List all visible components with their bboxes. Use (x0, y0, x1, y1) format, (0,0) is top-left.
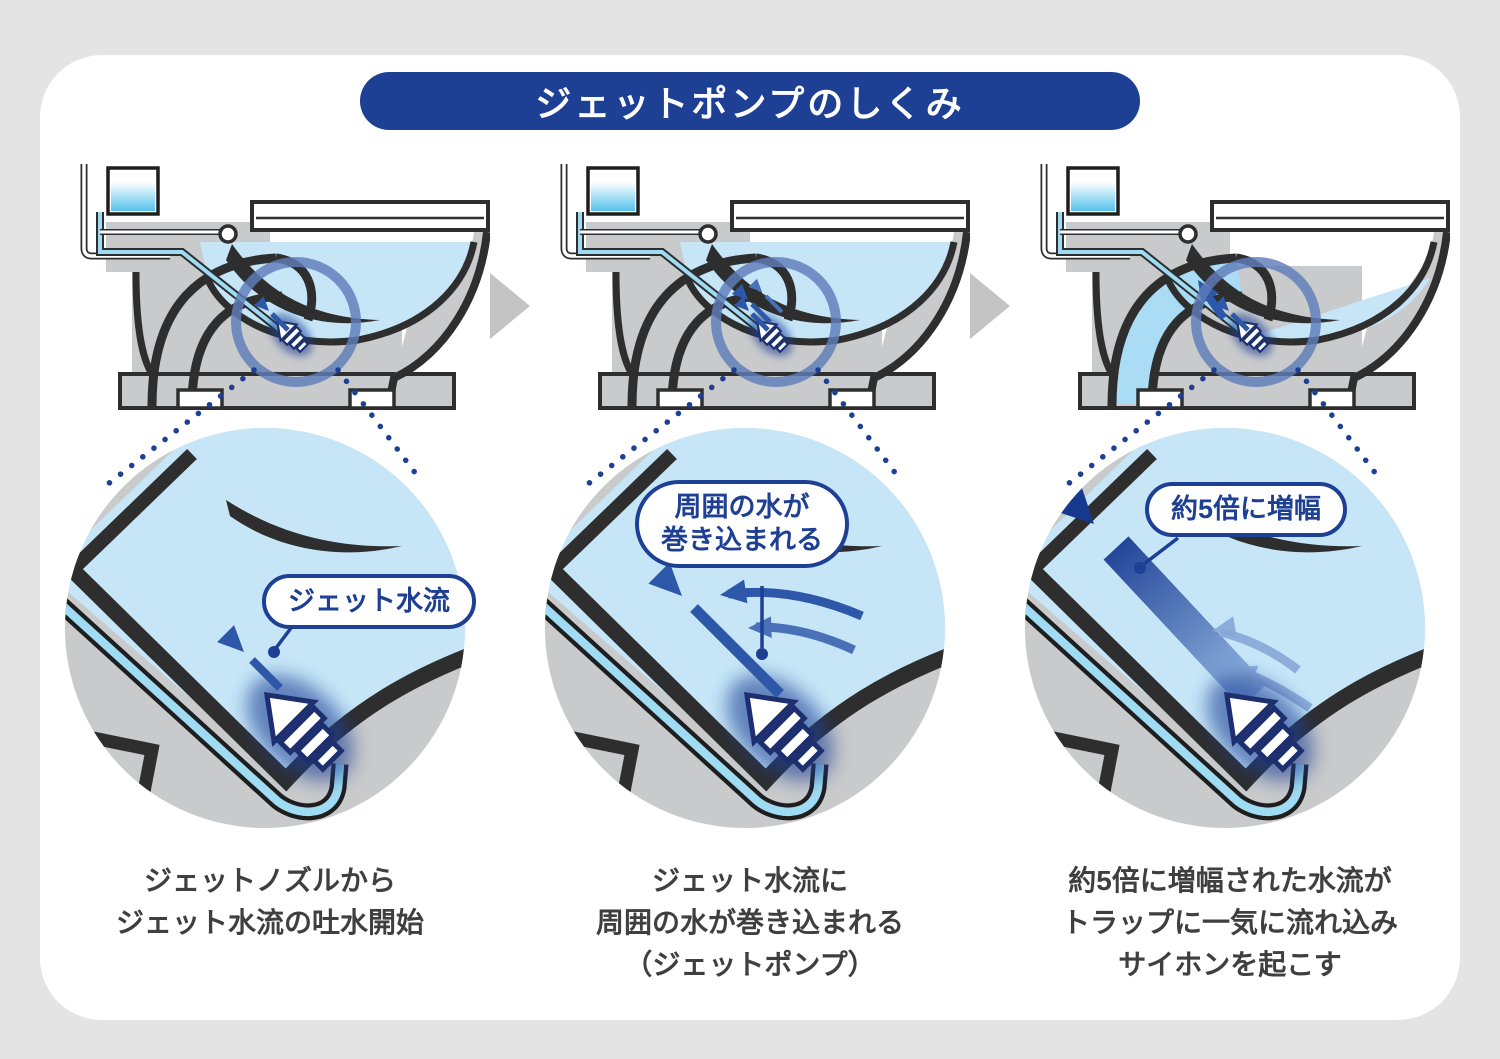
panel-2-caption: ジェット水流に 周囲の水が巻き込まれる （ジェットポンプ） (595, 865, 904, 980)
magnifier-highlight-ring (711, 257, 841, 387)
water-tank (560, 164, 783, 350)
callout-amplified-5x: 約5倍に増幅 (1145, 482, 1348, 537)
magnifier-dotted-lines (1065, 367, 1385, 487)
jet-nozzle-icon-large (1206, 674, 1314, 782)
next-step-arrow (490, 148, 530, 339)
jet-stream-arrow-small (1230, 312, 1250, 332)
tank-water (1071, 182, 1115, 211)
panel-step-1: ジェット水流 ジェットノズルから ジェット水流の吐水開始 (50, 148, 490, 992)
toilet-diagram (1040, 164, 1450, 410)
magnifier-highlight-ring (231, 257, 361, 387)
tank-water (591, 182, 635, 211)
rim-inlet-fitting (1178, 224, 1198, 244)
jet-stream-arrow-small (750, 312, 770, 332)
toilet-diagram (80, 164, 490, 410)
magnified-water (545, 428, 945, 780)
callout-pointer (1134, 536, 1180, 574)
callout-line: ジェット水流 (288, 586, 450, 616)
callout-line: 巻き込まれる (661, 524, 823, 555)
panel-step-2: 周囲の水が 巻き込まれる ジェット水流に 周囲の水が巻き込まれる （ジェットポン… (530, 148, 970, 992)
magnified-jet-pipe (1025, 572, 1305, 816)
callout-line: 約5倍に増幅 (1171, 494, 1322, 524)
magnifier-highlight-ring (1191, 257, 1321, 387)
panel-step-3: 約5倍に増幅 約5倍に増幅された水流が トラップに一気に流れ込み サイホンを起こ… (1010, 148, 1450, 992)
callout-surrounding-water: 周囲の水が 巻き込まれる (635, 480, 849, 568)
magnified-jet-pipe (545, 572, 825, 816)
toilet-cross-section-art (65, 164, 490, 828)
magnified-jet-pipe (65, 572, 345, 816)
tank-water (111, 182, 155, 211)
title-text: ジェットポンプのしくみ (535, 83, 965, 124)
magnified-detail-circle (65, 428, 465, 828)
panel-1-illustration (50, 148, 490, 848)
bowl-water-drained (1248, 278, 1430, 343)
jet-nozzle-icon-large (246, 674, 354, 782)
jet-stream-arrow-small (270, 312, 290, 332)
toilet-cross-section-art (545, 164, 970, 828)
steps-row: ジェット水流 ジェットノズルから ジェット水流の吐水開始 (40, 148, 1460, 992)
callout-jet-stream: ジェット水流 (262, 574, 476, 629)
panel-2-illustration (530, 148, 970, 848)
title-banner: ジェットポンプのしくみ (360, 72, 1140, 130)
rim-inlet-fitting (218, 224, 238, 244)
jet-nozzle-icon-large (726, 674, 834, 782)
toilet-diagram (560, 164, 970, 410)
entrain-arrows-small (731, 278, 784, 324)
panel-1-caption: ジェットノズルから ジェット水流の吐水開始 (115, 865, 424, 938)
infographic-card: ジェットポンプのしくみ (40, 55, 1460, 1020)
magnifier-dotted-lines (585, 367, 905, 487)
callout-pointer (756, 586, 768, 660)
right-triangle-icon (970, 273, 1010, 339)
magnifier-dotted-lines (105, 367, 425, 487)
rim-inlet-fitting (698, 224, 718, 244)
jet-stream-arrow (217, 625, 283, 691)
next-step-arrow (970, 148, 1010, 339)
callout-line: 周囲の水が (674, 492, 810, 522)
right-triangle-icon (490, 273, 530, 339)
entrainment-arrows (648, 562, 864, 698)
panel-3-caption: 約5倍に増幅された水流が トラップに一気に流れ込み サイホンを起こす (1061, 865, 1398, 980)
jet-nozzle-icon (749, 313, 793, 357)
water-tank (1040, 164, 1263, 350)
